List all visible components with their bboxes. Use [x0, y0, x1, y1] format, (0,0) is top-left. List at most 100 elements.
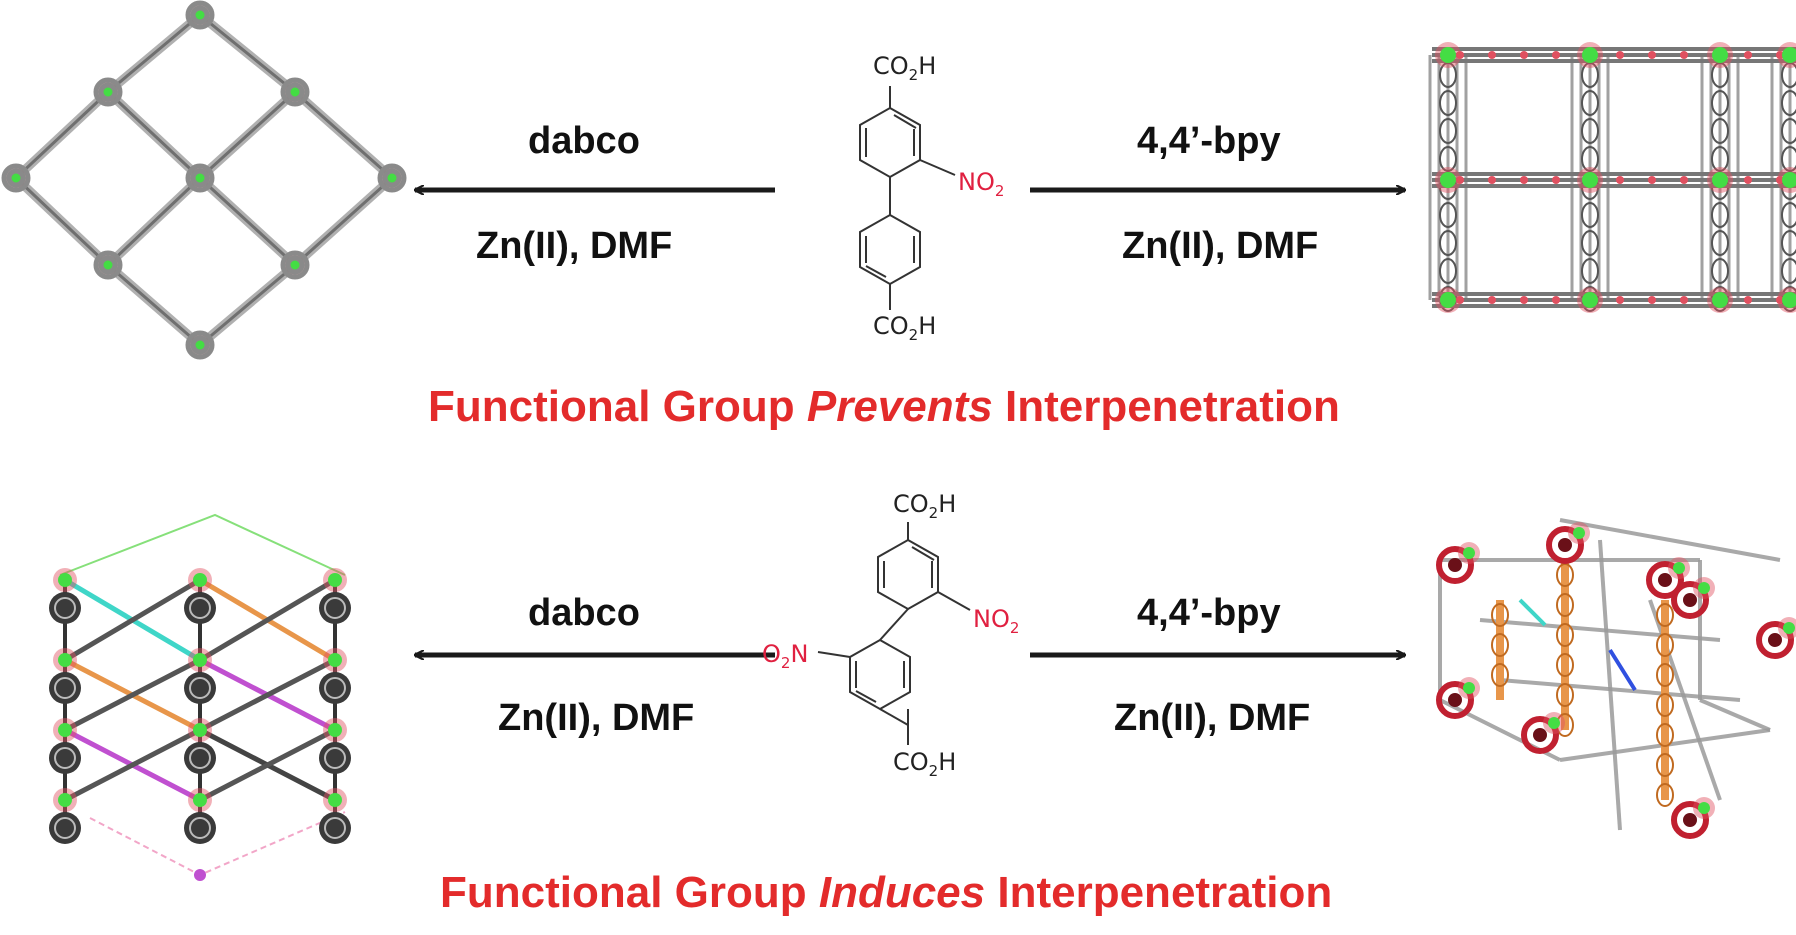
carboxylate-oxygen [1456, 176, 1464, 184]
zinc-node [328, 573, 342, 587]
zinc-node [193, 723, 207, 737]
pillar-ring [1439, 202, 1457, 228]
paddlewheel-core [1448, 558, 1462, 572]
carboxylate-oxygen [1552, 176, 1560, 184]
dabco-cage [49, 742, 81, 774]
carboxylate-oxygen [1456, 51, 1464, 59]
linker-strut-core [14, 90, 110, 180]
pillar-ring [1711, 230, 1729, 256]
linker-strut-core [107, 263, 201, 347]
carboxylate-oxygen [1744, 51, 1752, 59]
bpy-ring [1491, 633, 1509, 657]
linker-strut-core [198, 90, 297, 180]
zinc-node [1548, 717, 1560, 729]
network-strand [63, 657, 202, 733]
bpy-ring [1556, 683, 1574, 707]
zinc-node [58, 793, 72, 807]
linker-strut-core [293, 176, 394, 267]
bottom-linker-carboxyl-top: CO2H [893, 490, 957, 522]
zinc-node [98, 82, 118, 102]
bpy-ring [1656, 723, 1674, 747]
top-linker-carboxyl-top: CO2H [873, 52, 937, 84]
carboxylate-oxygen [1616, 176, 1624, 184]
linker-strut-core [107, 13, 201, 94]
dabco-cage [184, 812, 216, 844]
pillar-ring [1439, 146, 1457, 172]
zinc-node [285, 255, 305, 275]
zinc-node [328, 793, 342, 807]
zinc-node [1712, 172, 1728, 188]
dabco-cage-ring [189, 747, 211, 769]
pillar-ring [1439, 258, 1457, 284]
network-strand [63, 727, 202, 803]
top-right-reagent: 4,4’-bpy [1137, 120, 1281, 162]
carboxylate-oxygen [1680, 51, 1688, 59]
dabco-cage-ring [324, 817, 346, 839]
bottom-linker-nitro-left: O2N [762, 640, 809, 672]
paddlewheel-cluster [1646, 561, 1684, 599]
zinc-node [1440, 292, 1456, 308]
dabco-cage [319, 672, 351, 704]
bottom-linker-nitro-right: NO2 [973, 605, 1020, 637]
zinc-node [190, 5, 210, 25]
zinc-node [190, 335, 210, 355]
framework-wire [1598, 539, 1622, 831]
bpy-ring [1556, 623, 1574, 647]
paddlewheel-cluster [1546, 526, 1584, 564]
pillar-ring [1581, 258, 1599, 284]
zinc-node [328, 653, 342, 667]
pillar-ring [1439, 230, 1457, 256]
bottom-right-framework-bpy [1436, 518, 1796, 839]
pillar-ring [1781, 258, 1796, 284]
zinc-node [1698, 802, 1710, 814]
bpy-ring [1656, 693, 1674, 717]
pillar-ring [1781, 146, 1796, 172]
pillar-ring [1581, 230, 1599, 256]
dabco-cage-ring [54, 817, 76, 839]
dabco-cage-ring [54, 597, 76, 619]
pillar-ring [1439, 118, 1457, 144]
pillar-ring [1711, 118, 1729, 144]
paddlewheel-core [1683, 593, 1697, 607]
bottom-headline: Functional Group Induces Interpenetratio… [440, 868, 1333, 917]
zinc-node [193, 573, 207, 587]
carboxylate-oxygen [1680, 176, 1688, 184]
zinc-node [193, 653, 207, 667]
linker-strut-core [106, 176, 202, 267]
bpy-ring [1491, 663, 1509, 687]
framework-wire [1648, 599, 1722, 801]
bottom-linker-carboxyl-bottom: CO2H [893, 748, 957, 780]
top-right-conditions: Zn(II), DMF [1122, 225, 1319, 267]
paddlewheel-cluster [1521, 716, 1559, 754]
paddlewheel-core [1448, 693, 1462, 707]
carboxylate-oxygen [1680, 296, 1688, 304]
bpy-ring [1556, 653, 1574, 677]
zinc-node [1582, 172, 1598, 188]
carboxylate-oxygen [1552, 296, 1560, 304]
bpy-ring [1656, 603, 1674, 627]
carboxylate-oxygen [1520, 176, 1528, 184]
pillar-ring [1711, 146, 1729, 172]
linker-strut-core [199, 263, 296, 347]
zinc-node [1463, 547, 1475, 559]
carboxylate-oxygen [1488, 296, 1496, 304]
carboxylate-oxygen [1776, 296, 1784, 304]
zinc-node [1782, 172, 1796, 188]
paddlewheel-cluster [1436, 546, 1474, 584]
pillar-ring [1781, 202, 1796, 228]
bottom-headline-emphasis: Induces [818, 868, 986, 917]
framework-wire [1479, 618, 1721, 642]
paddlewheel-cluster [1671, 801, 1709, 839]
dabco-cage [184, 592, 216, 624]
dabco-cage [49, 592, 81, 624]
paddlewheel-core [1683, 813, 1697, 827]
carboxylate-oxygen [1648, 51, 1656, 59]
dabco-cage-ring [324, 597, 346, 619]
carboxylate-oxygen [1456, 296, 1464, 304]
dabco-cage-ring [324, 677, 346, 699]
linker-strut-core [294, 90, 393, 180]
carboxylate-oxygen [1488, 51, 1496, 59]
zinc-node [58, 653, 72, 667]
carboxylate-oxygen [1744, 296, 1752, 304]
zinc-node [58, 723, 72, 737]
